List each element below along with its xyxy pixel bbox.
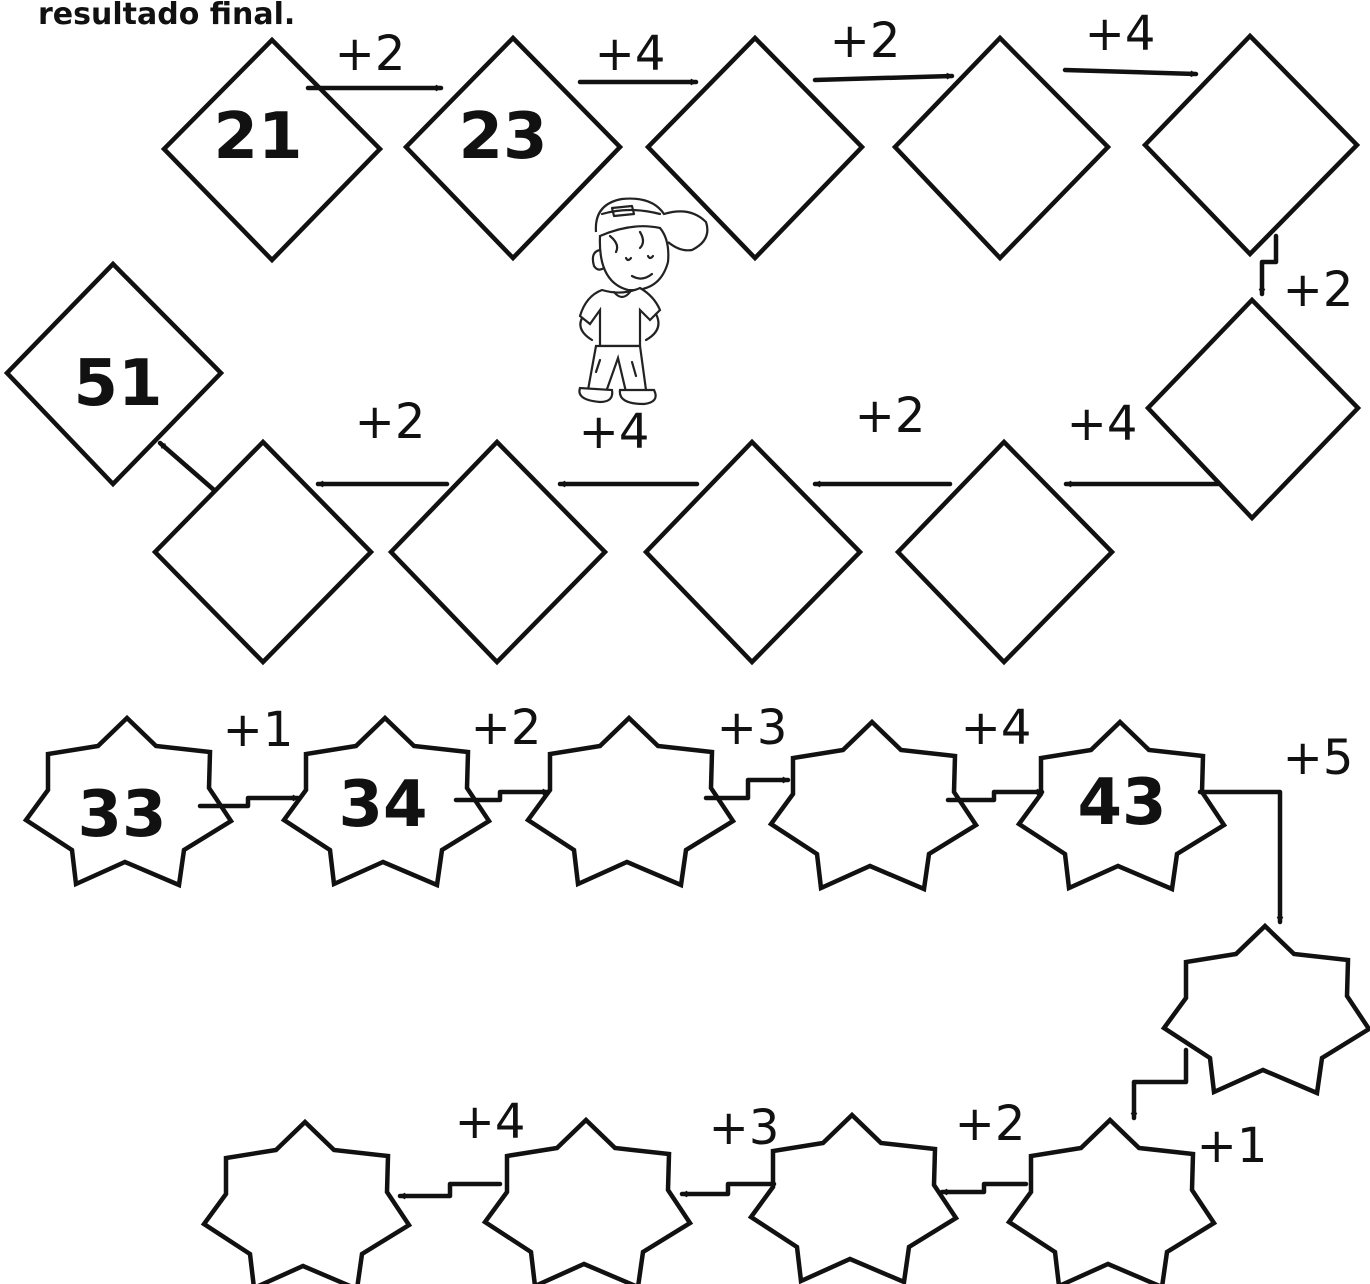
diamond-value-2: 23 <box>458 100 547 174</box>
instruction-heading: resultado final. <box>38 0 295 32</box>
diamond-cell-7[interactable] <box>898 442 1112 662</box>
diamond-cell-8[interactable] <box>646 442 860 662</box>
boy-illustration <box>579 199 707 404</box>
star-step-label-8: +3 <box>709 1100 780 1156</box>
star-cell-7[interactable] <box>1009 1120 1214 1284</box>
diamond-cell-10[interactable] <box>155 442 371 662</box>
arrow-4 <box>1065 70 1196 74</box>
diamond-chain: 21 23 51 +2 +4 +2 +4 +2 +4 +2 +4 +2 <box>7 6 1358 662</box>
star-cell-8[interactable] <box>751 1115 956 1282</box>
star-cell-3[interactable] <box>528 718 733 885</box>
step-label-5: +2 <box>1283 262 1354 318</box>
star-cell-6[interactable] <box>1164 926 1369 1093</box>
star-arrow-7 <box>942 1184 1026 1192</box>
star-step-label-7: +2 <box>955 1096 1026 1152</box>
step-label-7: +2 <box>855 388 926 444</box>
step-label-2: +4 <box>595 26 666 82</box>
arrow-10 <box>160 443 214 490</box>
star-step-label-1: +1 <box>223 702 294 758</box>
star-step-label-9: +4 <box>455 1094 526 1150</box>
step-label-1: +2 <box>335 26 406 82</box>
star-cell-4[interactable] <box>771 722 976 889</box>
diamond-value-1: 21 <box>213 100 302 174</box>
step-label-8: +4 <box>579 404 650 460</box>
step-label-3: +2 <box>830 13 901 69</box>
arrow-5 <box>1262 236 1276 294</box>
diamond-value-11: 51 <box>73 347 162 421</box>
step-label-4: +4 <box>1085 6 1156 62</box>
star-step-label-2: +2 <box>471 700 542 756</box>
star-chain: 33 34 43 +1 +2 +3 +4 +5 +1 +2 +3 +4 <box>26 700 1369 1284</box>
star-arrow-9 <box>400 1184 500 1196</box>
star-value-5: 43 <box>1077 766 1166 840</box>
star-step-label-6: +1 <box>1197 1118 1268 1174</box>
step-label-6: +4 <box>1067 396 1138 452</box>
star-step-label-4: +4 <box>961 700 1032 756</box>
star-cell-10[interactable] <box>204 1122 409 1284</box>
star-arrow-8 <box>682 1184 774 1194</box>
diamond-cell-9[interactable] <box>391 442 605 662</box>
arrow-3 <box>815 76 952 80</box>
star-value-1: 33 <box>77 778 166 852</box>
star-value-2: 34 <box>338 768 427 842</box>
diamond-cell-5[interactable] <box>1145 36 1357 254</box>
star-step-label-3: +3 <box>717 700 788 756</box>
star-arrow-4 <box>948 792 1042 800</box>
star-arrow-6 <box>1134 1050 1186 1118</box>
star-step-label-5: +5 <box>1283 730 1354 786</box>
step-label-9: +2 <box>355 394 426 450</box>
